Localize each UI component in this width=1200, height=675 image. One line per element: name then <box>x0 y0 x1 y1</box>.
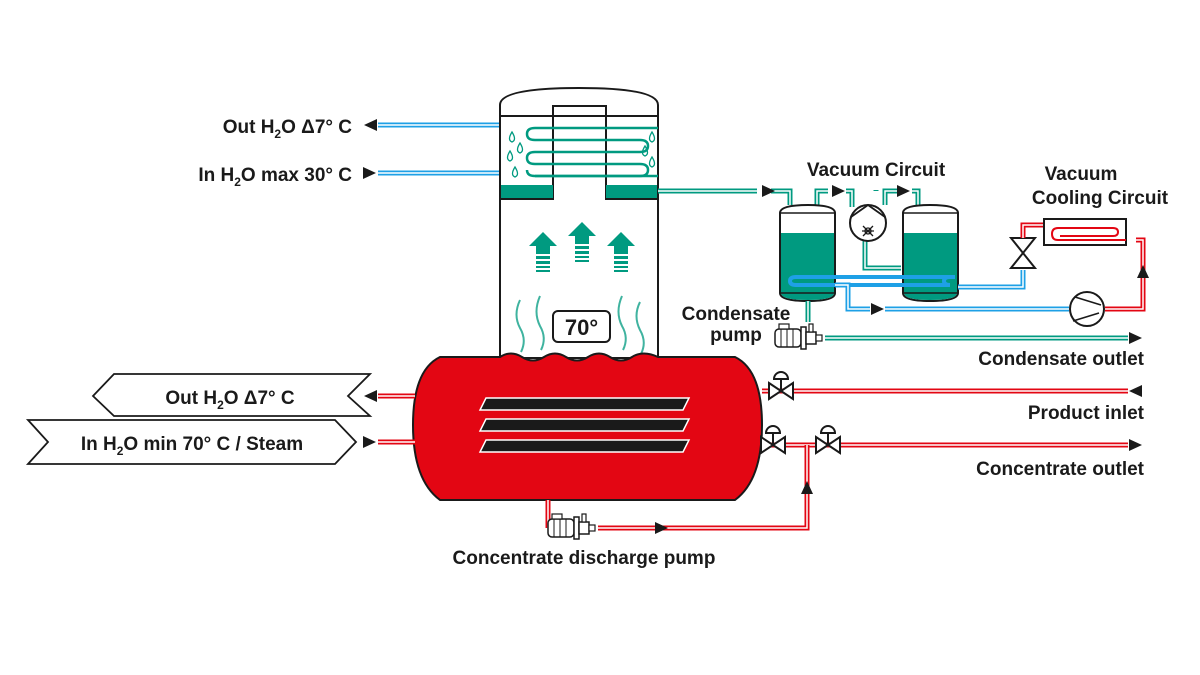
condensate-droplets-icon <box>506 130 656 178</box>
concentrate-valve-2-icon[interactable] <box>815 425 841 454</box>
product-inlet-line <box>762 371 1142 400</box>
evaporator-vessel <box>411 352 764 501</box>
flow-arrow-left-icon <box>364 390 377 402</box>
condenser-coil <box>525 126 658 178</box>
condensate-outlet-line <box>805 301 1142 344</box>
vacuum-cooling-red-lines <box>1020 222 1149 312</box>
concentrate-outlet-line <box>760 425 1142 454</box>
flow-arrow-left-icon <box>1129 385 1142 397</box>
heating-out-banner: Out H2O Δ7° C <box>91 373 373 417</box>
heating-in-label: In H2O min 70° C / Steam <box>81 434 303 458</box>
cooling-water-out-pipe <box>364 119 500 131</box>
flow-arrow-right-icon <box>1129 439 1142 451</box>
cooling-water-in-pipe <box>363 167 500 179</box>
flow-arrow-right-icon <box>363 436 376 448</box>
heating-out-label: Out H2O Δ7° C <box>165 388 295 412</box>
concentrate-outlet-label: Concentrate outlet <box>976 459 1145 480</box>
temperature-value: 70° <box>565 315 598 340</box>
heating-out-pipe <box>364 390 415 402</box>
vacuum-circuit-label: Vacuum Circuit <box>807 160 946 181</box>
vapor-up-arrows-icon <box>529 222 635 272</box>
flow-arrow-right-icon <box>832 185 845 197</box>
flow-arrow-right-icon <box>871 303 884 315</box>
condensate-pump-label-line2: pump <box>710 325 762 346</box>
refrigerant-compressor-icon[interactable] <box>1069 291 1105 327</box>
flow-arrow-up-icon <box>1137 265 1149 278</box>
condensate-pump-label-line1: Condensate <box>682 304 791 325</box>
heating-in-pipe <box>363 436 415 448</box>
refrigerant-condenser <box>1043 218 1127 246</box>
condensate-pump-icon[interactable] <box>774 323 823 350</box>
flow-arrow-right-icon <box>363 167 376 179</box>
flow-arrow-right-icon <box>762 185 775 197</box>
vacuum-pump-icon[interactable] <box>849 203 887 242</box>
flow-arrow-right-icon <box>1129 332 1142 344</box>
vacuum-vapor-lines <box>658 185 921 271</box>
concentrate-valve-1-icon[interactable] <box>760 425 786 454</box>
flow-arrow-up-icon <box>801 481 813 494</box>
vacuum-cooling-label-line2: Cooling Circuit <box>1032 188 1169 209</box>
cooling-out-label: Out H2O Δ7° C <box>223 117 353 141</box>
cooling-in-label: In H2O max 30° C <box>198 165 352 189</box>
flow-arrow-left-icon <box>364 119 377 131</box>
flow-arrow-right-icon <box>655 522 668 534</box>
concentrate-discharge-pump-label: Concentrate discharge pump <box>453 548 716 569</box>
product-inlet-label: Product inlet <box>1028 403 1145 424</box>
temperature-badge: 70° <box>552 310 611 343</box>
condensate-outlet-label: Condensate outlet <box>978 349 1144 370</box>
vacuum-cooling-label-line1: Vacuum <box>1045 164 1118 185</box>
concentrate-discharge-pump-icon[interactable] <box>547 513 596 540</box>
heating-in-banner: In H2O min 70° C / Steam <box>25 419 358 465</box>
steam-wisps-icon <box>515 295 645 355</box>
heating-tubes <box>478 397 691 453</box>
expansion-valve-icon[interactable] <box>1008 237 1038 269</box>
flow-arrow-right-icon <box>897 185 910 197</box>
product-inlet-valve-icon[interactable] <box>768 371 794 400</box>
refrigerant-blue-lines <box>787 270 1069 315</box>
